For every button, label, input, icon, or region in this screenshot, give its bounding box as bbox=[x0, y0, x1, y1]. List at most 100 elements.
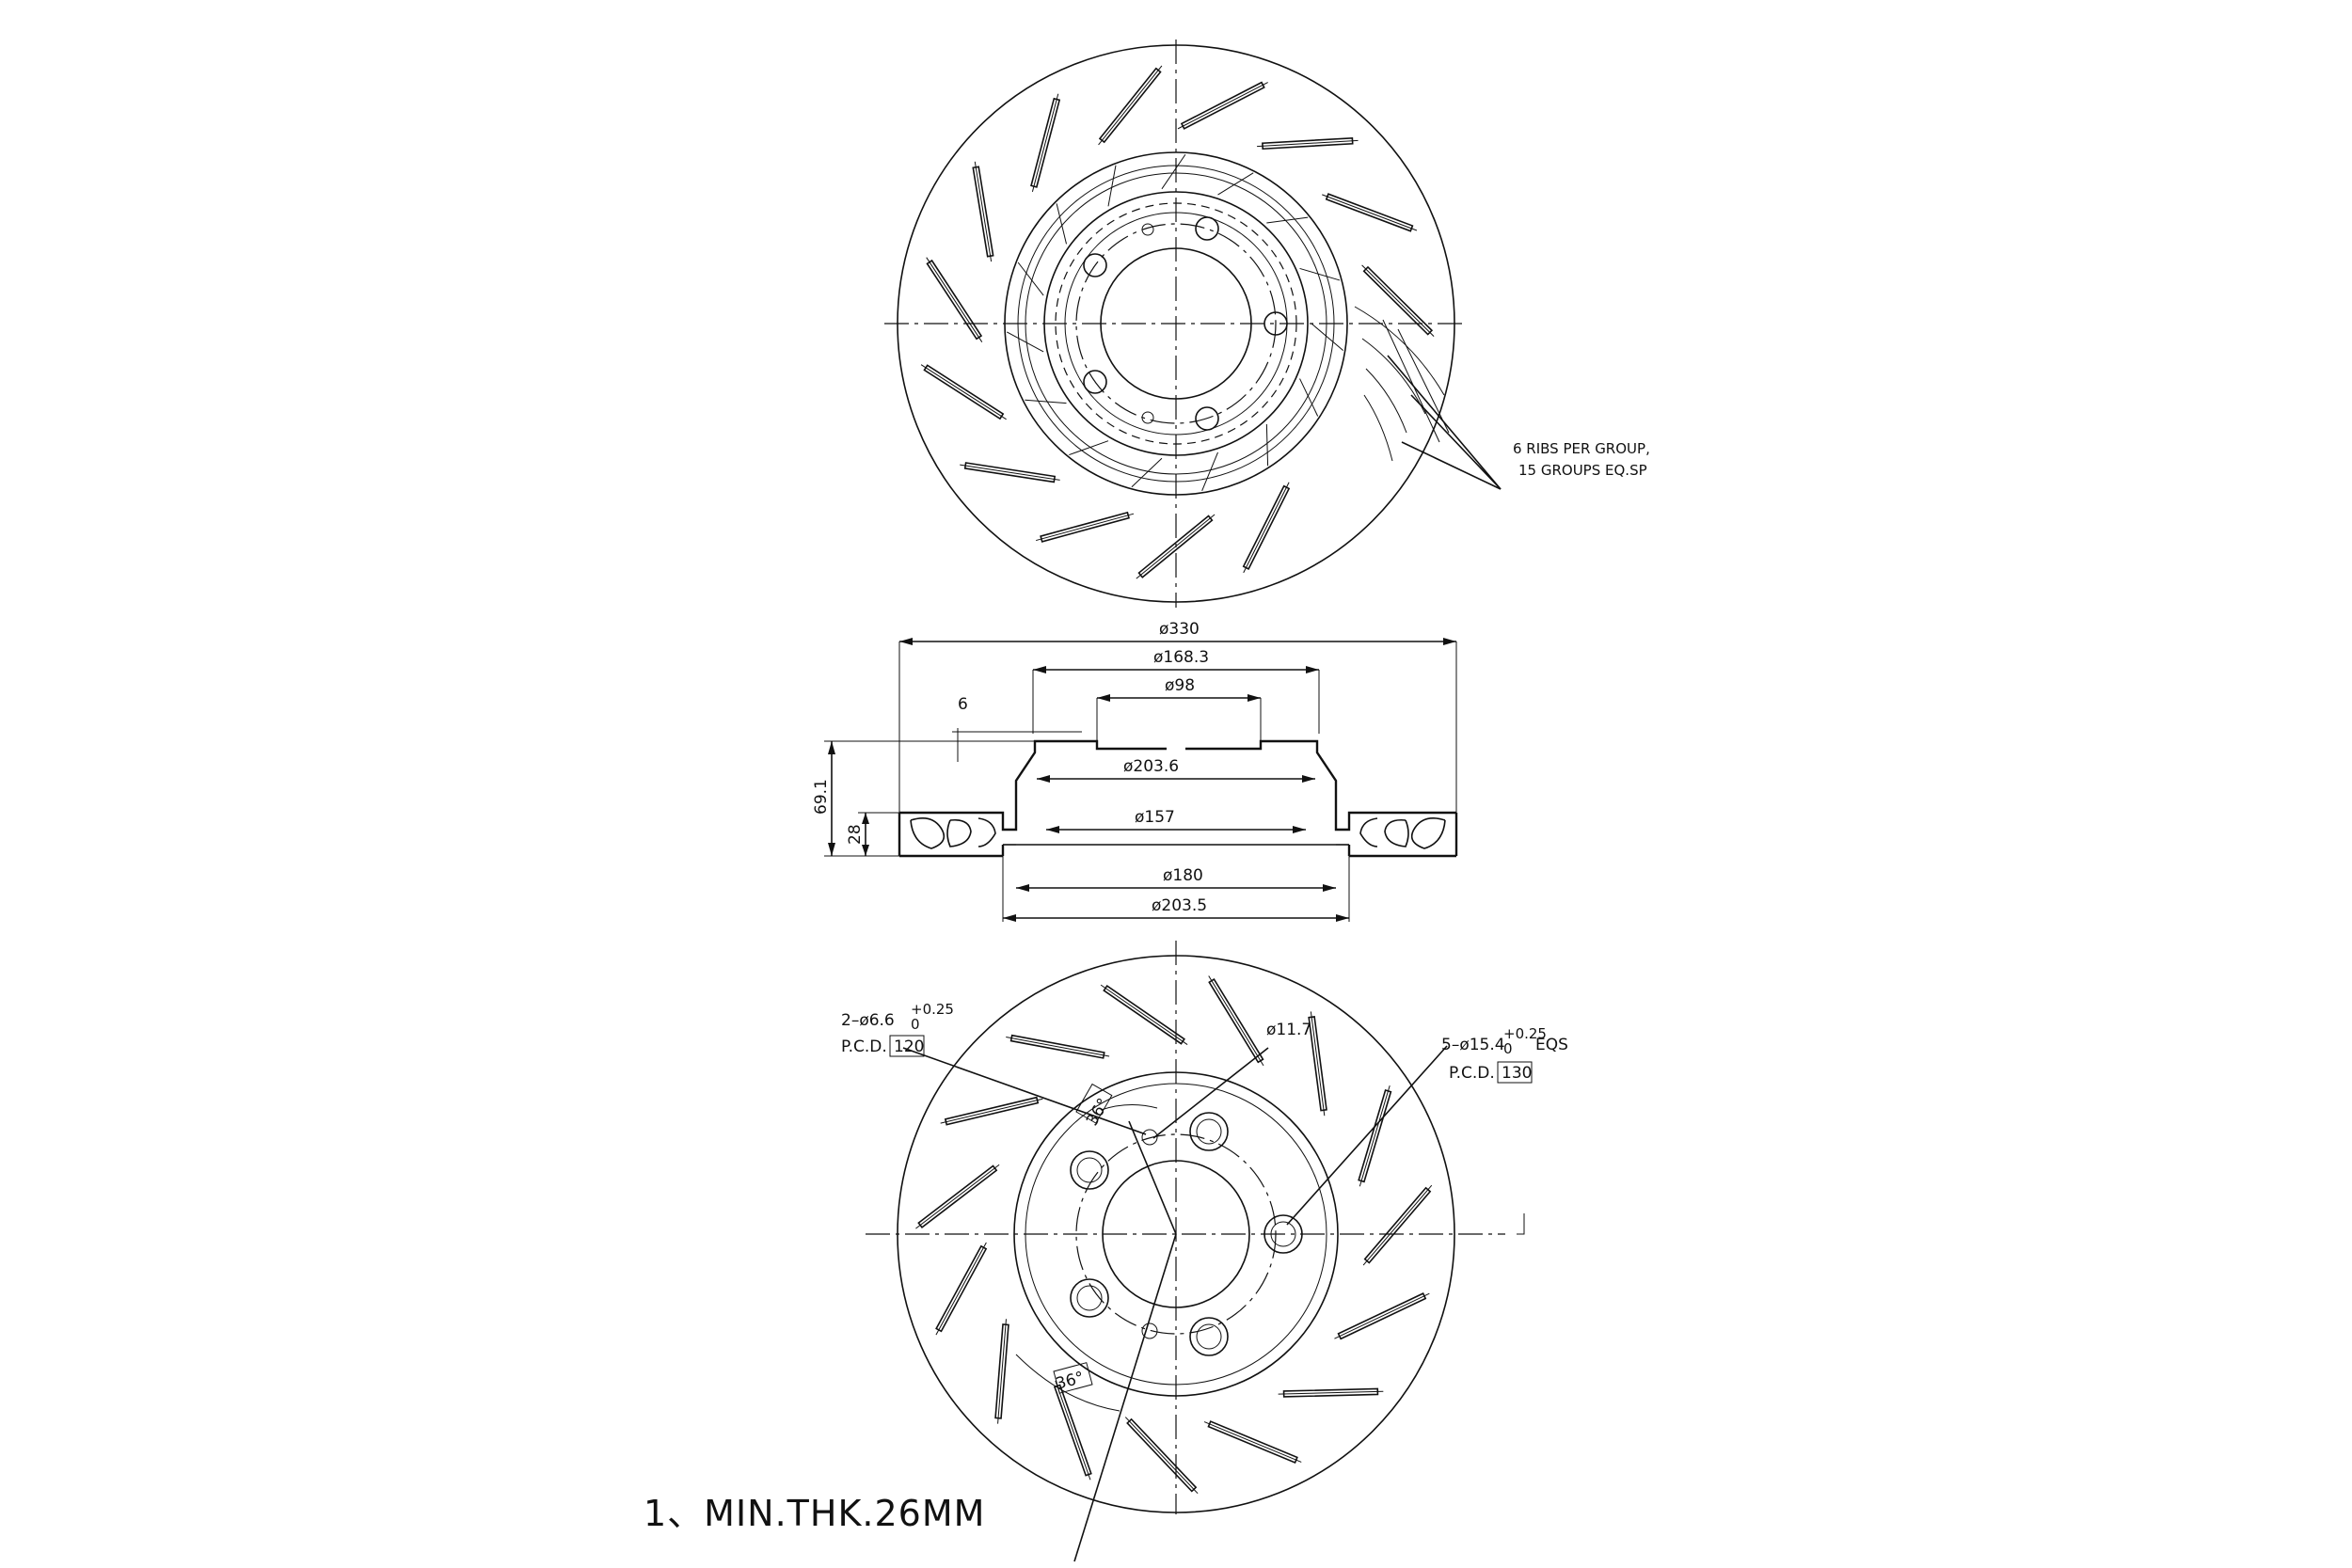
rotor-slot-centerline bbox=[915, 1164, 1000, 1229]
rotor-slot bbox=[1098, 67, 1162, 144]
rotor-slot-centerline bbox=[1006, 1037, 1110, 1057]
top-view-pin-hole bbox=[1141, 223, 1154, 236]
rotor-slot-centerline bbox=[1361, 264, 1435, 337]
top-view-hat-edge-2 bbox=[1025, 172, 1327, 475]
top-view-rib-detail bbox=[1354, 306, 1502, 490]
rotor-slot-centerline bbox=[1136, 514, 1216, 579]
hat-relief-line bbox=[1025, 399, 1067, 404]
top-view-pin-hole bbox=[1141, 411, 1154, 424]
bottom-view-hat-inner bbox=[1025, 1083, 1327, 1386]
top-view-bolt-hole bbox=[1083, 370, 1107, 394]
dim-180: ø180 bbox=[1163, 866, 1203, 885]
bottom-view-pin-hole bbox=[1141, 1129, 1158, 1146]
hole-small-tol-lower: 0 bbox=[911, 1016, 920, 1033]
angle-lower: 36° bbox=[1054, 1369, 1086, 1394]
rib-leader-1 bbox=[1387, 355, 1502, 490]
top-view-slots bbox=[920, 65, 1435, 579]
pcd-value-a: 120 bbox=[894, 1037, 924, 1056]
top-view-bolt-hole bbox=[1263, 311, 1288, 336]
dim-98: ø98 bbox=[1165, 676, 1195, 695]
hole-small-tol-upper: +0.25 bbox=[911, 1001, 954, 1018]
hole-small-callout: 2–ø6.6 bbox=[841, 1011, 895, 1030]
top-view-hat-arcs bbox=[1006, 153, 1344, 492]
rib-note-line1: 6 RIBS PER GROUP, bbox=[1513, 440, 1650, 457]
hat-relief-line bbox=[1056, 203, 1067, 245]
rotor-slot bbox=[917, 1164, 998, 1229]
rotor-slot-centerline bbox=[1036, 513, 1135, 542]
rotor-slot-centerline bbox=[960, 464, 1060, 481]
top-view-hat-edge-1 bbox=[1017, 165, 1335, 483]
top-view-pcd bbox=[1075, 223, 1277, 424]
dim-11-7: ø11.7 bbox=[1266, 1021, 1311, 1039]
dim-6: 6 bbox=[958, 695, 968, 714]
rotor-slot bbox=[1337, 1292, 1427, 1340]
hat-relief-line bbox=[1107, 165, 1117, 207]
rotor-slot bbox=[1137, 515, 1214, 578]
pcd-label-b: P.C.D. bbox=[1449, 1064, 1495, 1083]
rotor-slot-centerline bbox=[1278, 1390, 1384, 1395]
rib-note-line2: 15 GROUPS EQ.SP bbox=[1518, 462, 1647, 479]
hat-relief-line bbox=[1069, 440, 1109, 456]
rotor-slot bbox=[1282, 1387, 1379, 1398]
rotor-slot-centerline bbox=[1208, 975, 1264, 1067]
top-view-center-bore bbox=[1100, 247, 1252, 400]
rotor-slot-centerline bbox=[920, 364, 1007, 420]
section-hat-profile-right bbox=[1185, 739, 1456, 832]
hole-large-callout: 5–ø15.4 bbox=[1441, 1036, 1505, 1054]
rotor-slot-centerline bbox=[1362, 1184, 1433, 1266]
rotor-slot-centerline bbox=[1257, 139, 1359, 148]
top-view-bolt-hole bbox=[1195, 216, 1219, 241]
rotor-slot bbox=[1009, 1034, 1105, 1059]
hole-large-tol-upper: +0.25 bbox=[1503, 1025, 1547, 1042]
dim-203-6: ø203.6 bbox=[1123, 757, 1179, 776]
bottom-view-outer-rim bbox=[897, 955, 1455, 1513]
rotor-slot bbox=[1030, 97, 1061, 188]
rotor-slot-centerline bbox=[974, 161, 993, 262]
rotor-slot bbox=[1208, 977, 1264, 1064]
hat-relief-line bbox=[1131, 457, 1163, 488]
hat-relief-line bbox=[1299, 378, 1319, 417]
top-view-bolt-hole bbox=[1083, 253, 1107, 277]
rotor-slot bbox=[935, 1244, 988, 1333]
top-view-outer-rim bbox=[897, 44, 1455, 603]
section-view: ø330 ø168.3 ø98 6 bbox=[812, 620, 1458, 922]
pcd-value-a-box bbox=[889, 1035, 925, 1057]
min-thickness-note: 1、MIN.THK.26MM bbox=[644, 1493, 985, 1534]
bottom-view-pin-holes bbox=[1141, 1129, 1158, 1339]
hole-large-suffix: EQS bbox=[1535, 1036, 1568, 1054]
hat-relief-line bbox=[1311, 323, 1344, 352]
hat-relief-line bbox=[1265, 423, 1269, 467]
rotor-slot bbox=[1358, 1089, 1392, 1183]
rotor-slot bbox=[1207, 1420, 1298, 1464]
rotor-slot-centerline bbox=[1203, 1421, 1302, 1463]
hat-relief-line bbox=[1266, 216, 1309, 224]
rotor-slot-centerline bbox=[997, 1319, 1007, 1424]
pcd-value-b: 130 bbox=[1502, 1064, 1532, 1083]
leader-hole-small bbox=[902, 1047, 1147, 1135]
bottom-view-ray-upper bbox=[1128, 1120, 1177, 1235]
rotor-slot bbox=[1053, 1384, 1092, 1477]
bottom-view-ray bbox=[1073, 1233, 1177, 1562]
angle-upper-box bbox=[1075, 1083, 1113, 1124]
rotor-slot bbox=[972, 166, 994, 258]
rotor-slot-centerline bbox=[1098, 65, 1163, 146]
section-hat-profile-left bbox=[899, 739, 1167, 832]
leader-hole-large bbox=[1286, 1045, 1448, 1226]
rotor-slot-centerline bbox=[1100, 984, 1188, 1045]
rotor-slot bbox=[1362, 265, 1434, 336]
hat-relief-line bbox=[1201, 451, 1218, 492]
rotor-slot bbox=[1103, 984, 1185, 1045]
top-view-pin-holes bbox=[1141, 223, 1154, 424]
rotor-slot bbox=[963, 462, 1057, 483]
rotor-slot bbox=[926, 259, 983, 341]
rotor-slot bbox=[944, 1096, 1040, 1126]
bottom-view-bolt-hole bbox=[1263, 1214, 1303, 1254]
section-vent-channels bbox=[910, 817, 1446, 849]
bottom-view-bolt-hole bbox=[1070, 1150, 1109, 1190]
rotor-slot-centerline bbox=[1322, 194, 1418, 231]
rotor-slot-centerline bbox=[940, 1098, 1043, 1124]
rotor-slot bbox=[923, 364, 1005, 420]
top-view-friction-inner bbox=[1004, 151, 1348, 496]
rotor-slot bbox=[1040, 511, 1130, 543]
